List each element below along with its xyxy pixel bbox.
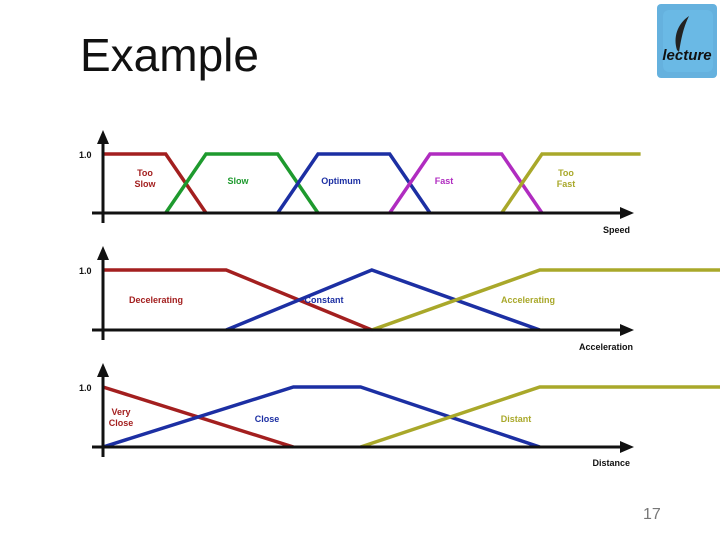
distance-y-axis-arrow xyxy=(97,363,109,377)
lecture-logo: lecture xyxy=(657,4,717,78)
acceleration-x-axis-label: Acceleration xyxy=(579,342,633,352)
series-close-label: Close xyxy=(255,414,280,424)
series-slow-label: Slow xyxy=(227,176,249,186)
series-fast-label: Fast xyxy=(435,176,454,186)
page-number: 17 xyxy=(643,506,661,523)
series-optimum-label: Optimum xyxy=(321,176,361,186)
speed-y-tick-label: 1.0 xyxy=(79,150,92,160)
series-decelerating-line xyxy=(103,268,373,332)
distance-x-axis-arrow xyxy=(620,441,634,453)
series-too-slow-line xyxy=(103,152,208,214)
series-distant-line xyxy=(360,385,720,449)
distance-y-tick-label: 1.0 xyxy=(79,383,92,393)
series-distant-label: Distant xyxy=(501,414,532,424)
series-decelerating-label: Decelerating xyxy=(129,295,183,305)
distance-x-axis-label: Distance xyxy=(592,458,630,468)
acceleration-y-tick-label: 1.0 xyxy=(79,266,92,276)
speed-x-axis-label: Speed xyxy=(603,225,630,235)
series-accelerating-line xyxy=(371,268,720,332)
series-fast-line xyxy=(388,152,544,214)
series-constant-line xyxy=(225,268,541,332)
acceleration-y-axis-arrow xyxy=(97,246,109,260)
slide-title: Example xyxy=(80,29,259,81)
series-too-fast-line xyxy=(500,152,641,214)
series-constant-label: Constant xyxy=(305,295,344,305)
logo-text: lecture xyxy=(662,47,711,64)
speed-y-axis-arrow xyxy=(97,130,109,144)
speed-x-axis-arrow xyxy=(620,207,634,219)
acceleration-x-axis-arrow xyxy=(620,324,634,336)
series-accelerating-label: Accelerating xyxy=(501,295,555,305)
series-close-line xyxy=(102,385,541,449)
